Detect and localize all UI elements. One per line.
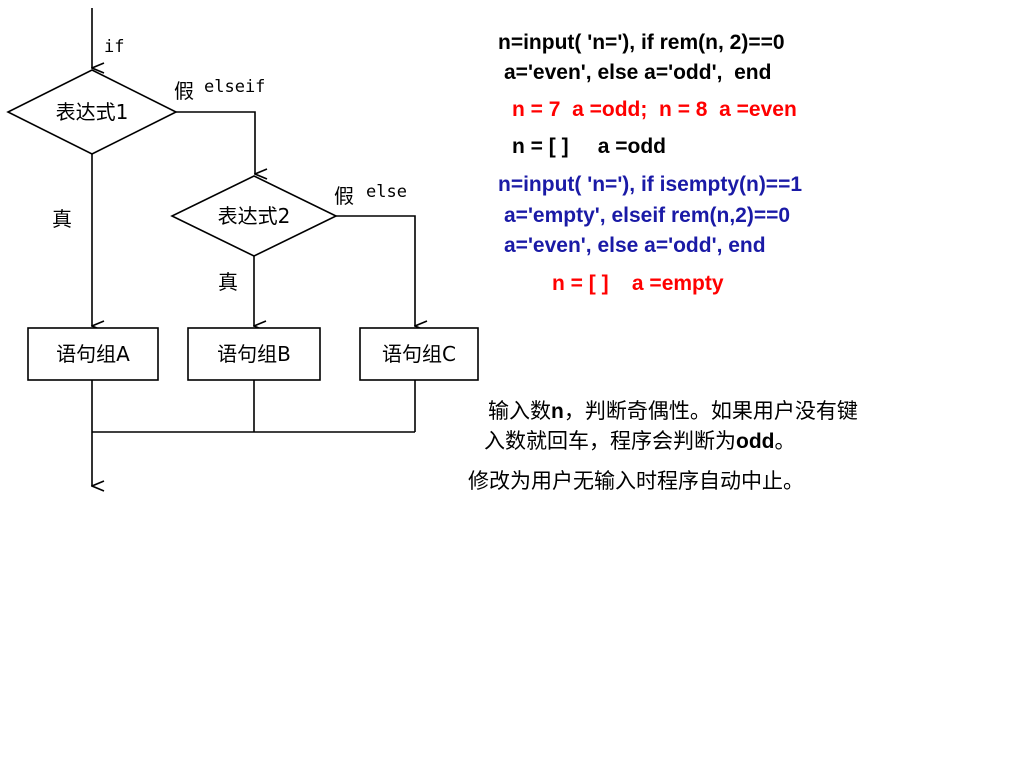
condition2-label: 表达式2	[218, 204, 291, 228]
example1-line2: a='even', else a='odd', end	[504, 61, 772, 84]
block-b-label: 语句组B	[217, 342, 291, 366]
false2-keyword: else	[366, 182, 407, 202]
condition1-label: 表达式1	[56, 100, 129, 124]
example2-line2: a='empty', elseif rem(n,2)==0	[504, 204, 791, 227]
true2-label: 真	[218, 270, 238, 294]
false1-keyword: elseif	[204, 77, 265, 97]
true1-label: 真	[52, 207, 72, 231]
block-c-label: 语句组C	[382, 342, 456, 366]
example1-line1: n=input( 'n='), if rem(n, 2)==0	[498, 31, 785, 54]
note-line1-var: n	[551, 400, 564, 423]
note-line1: 输入数n，判断奇偶性。如果用户没有键	[488, 396, 858, 427]
note-line2-word: odd	[736, 430, 775, 453]
note-line3: 修改为用户无输入时程序自动中止。	[468, 469, 804, 493]
false2-char: 假	[334, 184, 354, 208]
result3: n = [ ] a =empty	[552, 272, 724, 295]
false1-char: 假	[174, 79, 194, 103]
example2-line3: a='even', else a='odd', end	[504, 234, 766, 257]
result2: n = [ ] a =odd	[512, 135, 667, 158]
example2-line1: n=input( 'n='), if isempty(n)==1	[498, 173, 803, 196]
entry-label: if	[104, 37, 124, 57]
false1-path	[176, 111, 255, 174]
note-line2-suffix: 。	[774, 429, 796, 453]
block-a-label: 语句组A	[56, 342, 130, 366]
note-line1-suffix: ，判断奇偶性。如果用户没有键	[563, 399, 858, 423]
note-line2: 入数就回车，程序会判断为odd。	[484, 426, 795, 457]
block-c	[359, 327, 479, 381]
result1: n = 7 a =odd; n = 8 a =even	[512, 98, 797, 121]
flowchart-diagram: if 表达式1 假 elseif 真 表达式2 假 else 真 语句组A 语句…	[6, 8, 479, 500]
block-b	[187, 327, 321, 381]
false2-path	[336, 215, 415, 326]
block-a	[27, 327, 159, 381]
note-line2-prefix: 入数就回车，程序会判断为	[484, 429, 736, 453]
note-line1-prefix: 输入数	[488, 399, 551, 423]
